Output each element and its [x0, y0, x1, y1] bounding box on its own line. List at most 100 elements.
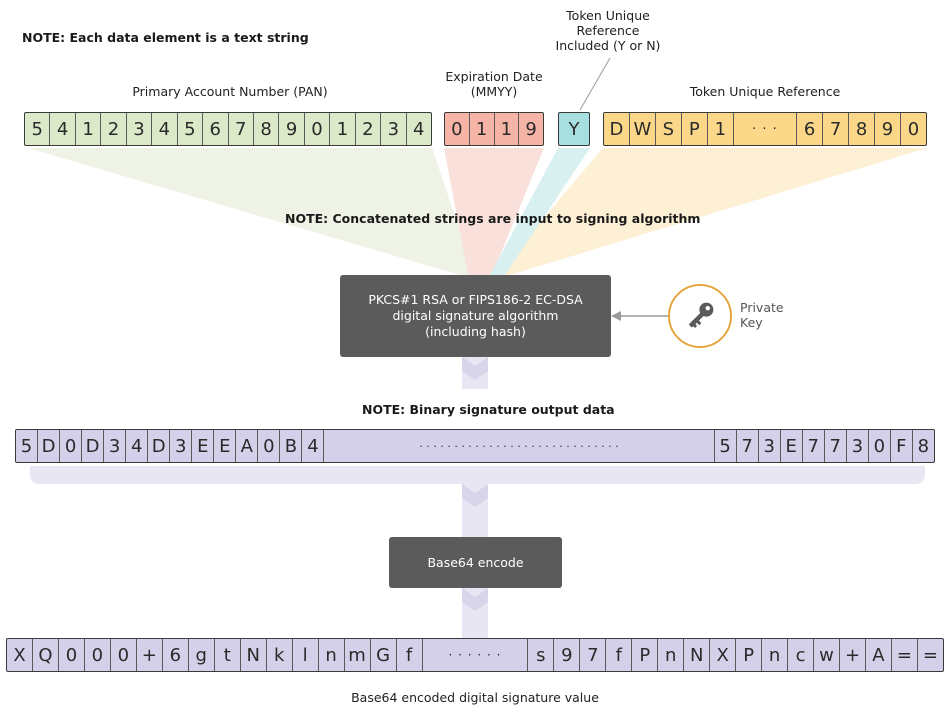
pan-char: 4 [413, 118, 425, 140]
key-icon [689, 302, 714, 329]
tur-included-label-line1: Token Unique [566, 8, 650, 23]
base64-char: f [606, 639, 633, 671]
base64-char: 0 [59, 639, 85, 671]
exp-fan [444, 148, 544, 275]
tur-included-field: Y [558, 112, 590, 146]
base64-char: 7 [580, 639, 607, 671]
tur-char: 9 [875, 113, 901, 145]
private-key-line2: Key [740, 315, 763, 330]
pan-char: 7 [229, 113, 254, 145]
binary-char: F [891, 430, 913, 462]
pan-char: 8 [254, 113, 280, 145]
base64-char: n [762, 639, 789, 671]
binary-char: 3 [759, 430, 781, 462]
tur-char: 0 [907, 118, 920, 140]
binary-char: 5 [715, 430, 737, 462]
binary-char: D [38, 430, 61, 462]
connector-2-chevron [462, 484, 488, 507]
pan-fan [28, 148, 475, 275]
tur-char: 1 [708, 113, 734, 145]
pan-char: 4 [50, 113, 76, 145]
base64-caption: Base64 encoded digital signature value [351, 690, 599, 705]
yn-pointer-line [579, 57, 611, 111]
base64-char: w [814, 639, 841, 671]
tur-included-label-line3: Included (Y or N) [555, 38, 661, 53]
expiration-field: 0 1 1 9 [444, 112, 544, 146]
binary-char: 4 [302, 430, 325, 462]
pan-char: 6 [203, 113, 229, 145]
binary-char: 3 [104, 430, 127, 462]
pan-char: 1 [76, 113, 102, 145]
yn-fan [490, 148, 590, 275]
tur-char: P [682, 113, 708, 145]
binary-char: 0 [869, 430, 891, 462]
binary-char: 7 [737, 430, 759, 462]
binary-char: E [781, 430, 803, 462]
base64-encode-label: Base64 encode [427, 554, 524, 570]
signing-algorithm-box: PKCS#1 RSA or FIPS186-2 EC-DSA digital s… [340, 275, 611, 357]
base64-char: c [788, 639, 815, 671]
binary-char: D [82, 430, 105, 462]
pan-char: 3 [381, 113, 407, 145]
base64-char: 0 [85, 639, 111, 671]
base64-char: t [215, 639, 241, 671]
base64-char: N [241, 639, 267, 671]
binary-char: 8 [917, 435, 930, 457]
pan-char: 3 [127, 113, 153, 145]
base64-encode-box: Base64 encode [389, 537, 562, 588]
pan-char: 5 [178, 113, 204, 145]
base64-char: m [345, 639, 371, 671]
pan-char: 2 [356, 113, 382, 145]
base64-char: g [189, 639, 215, 671]
expiration-char: 9 [525, 118, 537, 140]
binary-char: 7 [803, 430, 825, 462]
binary-char: A [236, 430, 259, 462]
base64-char: = [922, 644, 938, 666]
connector-3-chevron [462, 588, 488, 611]
binary-char: E [192, 430, 215, 462]
signing-line2: digital signature algorithm [392, 308, 559, 323]
binary-char: 4 [126, 430, 149, 462]
key-arrow-head [611, 311, 621, 321]
expiration-char: 0 [445, 113, 470, 145]
pan-char: 5 [25, 113, 51, 145]
base64-ellipsis: · · · · · · [423, 639, 529, 671]
tur-char: 7 [823, 113, 850, 145]
binary-char: 5 [16, 430, 39, 462]
base64-char: 0 [111, 639, 137, 671]
binary-char: 3 [170, 430, 193, 462]
expiration-label-line1: Expiration Date [445, 69, 543, 84]
binary-char: E [214, 430, 237, 462]
expiration-label: Expiration Date (MMYY) [444, 69, 544, 99]
private-key-label: Private Key [740, 300, 784, 330]
tur-fan [495, 148, 927, 275]
expiration-char: 1 [495, 113, 520, 145]
note-concatenated: NOTE: Concatenated strings are input to … [285, 211, 701, 226]
base64-char: X [7, 639, 33, 671]
base64-char: s [528, 639, 555, 671]
tur-char: W [630, 113, 656, 145]
signing-line1: PKCS#1 RSA or FIPS186-2 EC-DSA [368, 292, 583, 307]
base64-char: 9 [554, 639, 581, 671]
note-text-string: NOTE: Each data element is a text string [22, 30, 309, 45]
tur-label: Token Unique Reference [689, 84, 841, 99]
binary-char: 0 [60, 430, 83, 462]
base64-char: G [371, 639, 397, 671]
tur-char: 6 [797, 113, 824, 145]
binary-char: B [280, 430, 303, 462]
tur-included-char: Y [568, 118, 580, 140]
base64-char: P [736, 639, 763, 671]
base64-char: X [710, 639, 737, 671]
binary-char: 0 [258, 430, 281, 462]
pan-field: 5 4 1 2 3 4 5 6 7 8 9 0 1 2 3 4 [24, 112, 432, 146]
binary-char: 7 [825, 430, 847, 462]
base64-char: 6 [163, 639, 189, 671]
base64-char: Q [33, 639, 59, 671]
base64-char: k [267, 639, 293, 671]
base64-char: + [840, 639, 866, 671]
note-binary-output: NOTE: Binary signature output data [362, 402, 615, 417]
binary-signature-field: 5 D 0 D 3 4 D 3 E E A 0 B 4 · · · · · · … [15, 429, 935, 463]
tur-char: D [604, 113, 630, 145]
base64-char: + [137, 639, 163, 671]
